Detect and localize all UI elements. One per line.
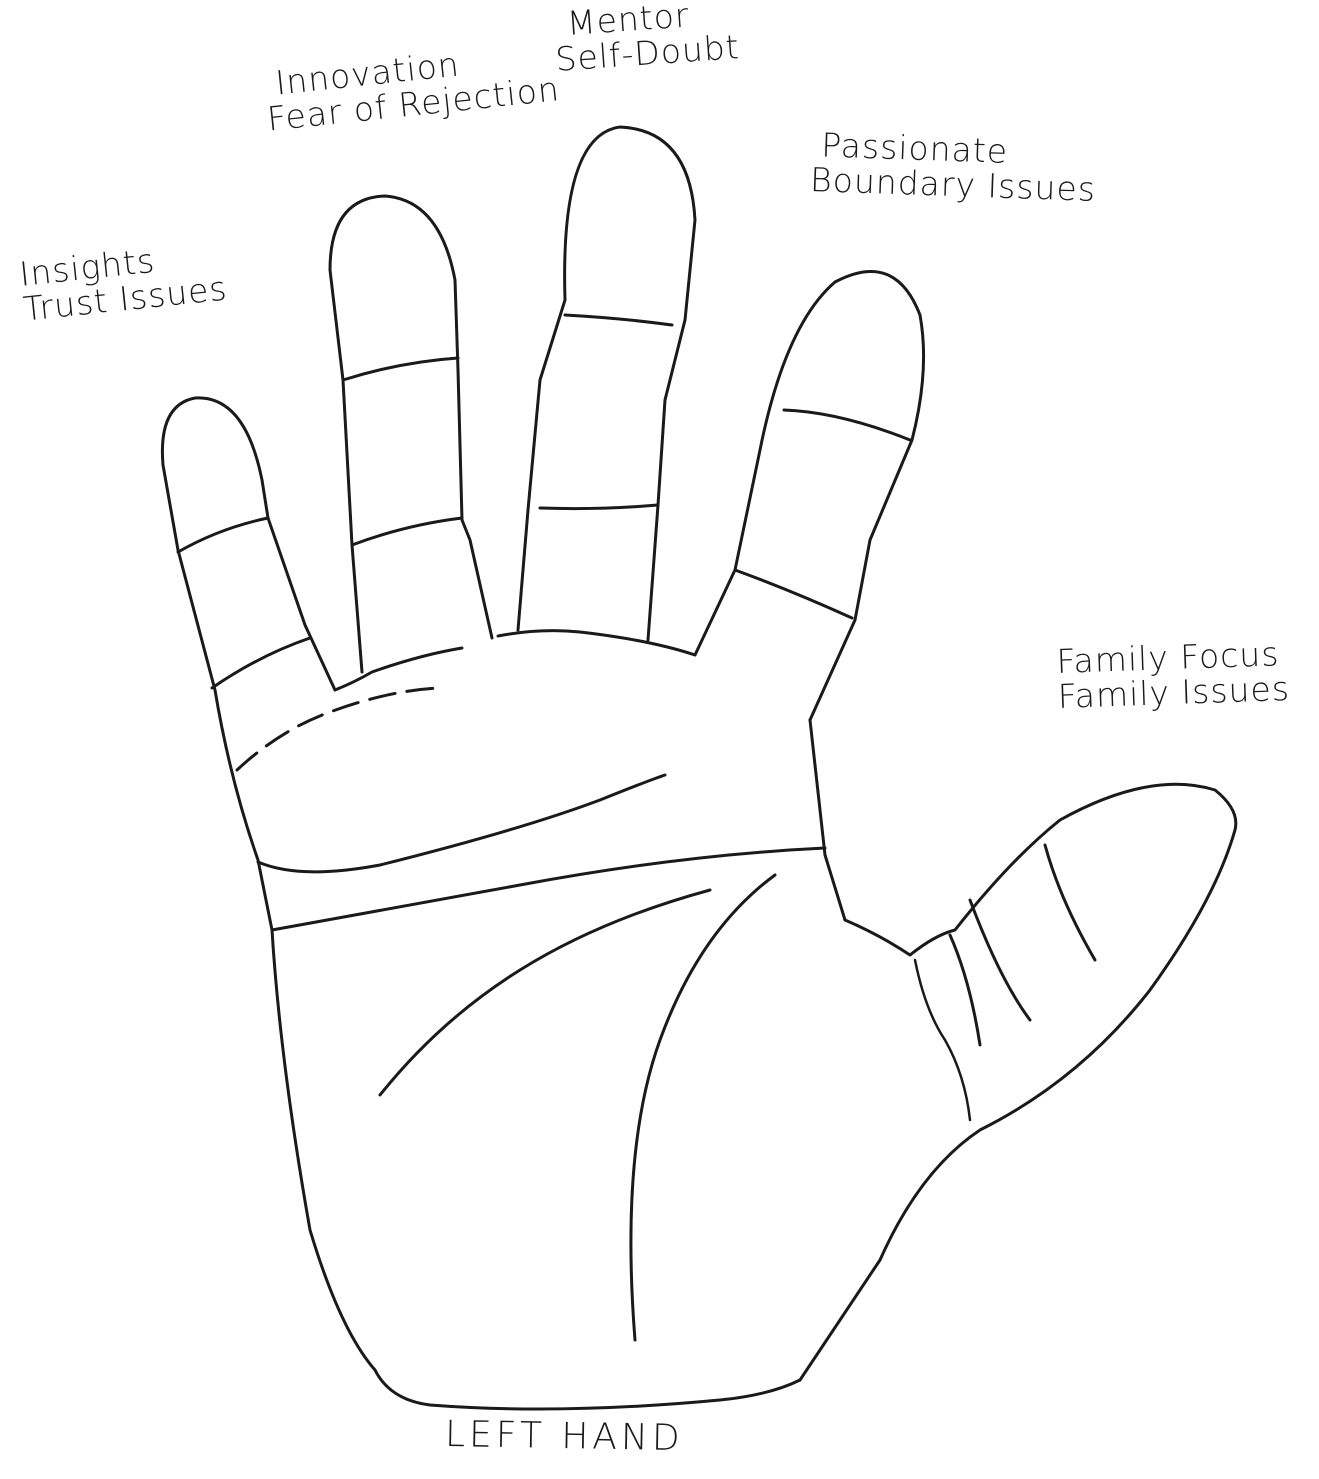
- thumb-label-line2: Family Issues: [1057, 672, 1290, 715]
- finger-4-outline: [695, 271, 924, 720]
- finger-1: [162, 398, 335, 690]
- hand-title: LEFT HAND: [445, 1416, 684, 1458]
- thumb-outline-bottom: [800, 830, 1235, 1380]
- heart-line: [258, 775, 665, 872]
- finger-3-crease-top: [565, 315, 672, 325]
- finger-2-crease-bottom: [352, 518, 462, 545]
- wrist-line: [375, 1370, 800, 1409]
- palm-right-edge: [810, 720, 845, 920]
- life-line-left: [380, 890, 710, 1095]
- thumb-crease-2: [970, 900, 1030, 1020]
- thumb-crease-1: [1045, 845, 1095, 960]
- palm-top-edge-left: [335, 648, 462, 690]
- finger-2-crease-top: [343, 358, 458, 380]
- life-line-right: [631, 875, 775, 1340]
- thumb-label: Family Focus Family Issues: [1056, 637, 1290, 714]
- thumb-base-crease: [915, 960, 970, 1120]
- finger-2-outline: [330, 196, 492, 672]
- ring-finger-label: Mentor Self-Doubt: [552, 0, 741, 77]
- finger-3-crease-bottom: [540, 505, 658, 509]
- finger-3: [518, 127, 695, 640]
- finger-4-crease-bottom: [735, 570, 852, 618]
- thumb-outline-top: [845, 784, 1236, 955]
- finger-1-crease-bottom: [212, 638, 310, 688]
- pinky-finger-label: Passionate Boundary Issues: [810, 128, 1098, 207]
- head-line: [272, 848, 825, 930]
- finger-3-outline: [518, 127, 695, 640]
- palm-top-edge: [498, 631, 695, 655]
- finger-4: [695, 271, 924, 720]
- finger-2: [330, 196, 492, 672]
- thumb-crease-3: [950, 935, 980, 1045]
- thumb: [800, 784, 1236, 1380]
- finger-1-crease-top: [178, 518, 268, 552]
- palm-left-edge: [215, 690, 375, 1370]
- dashed-finger-crease: [237, 688, 440, 770]
- finger-1-outline: [162, 398, 335, 690]
- finger-4-crease-top: [784, 410, 910, 440]
